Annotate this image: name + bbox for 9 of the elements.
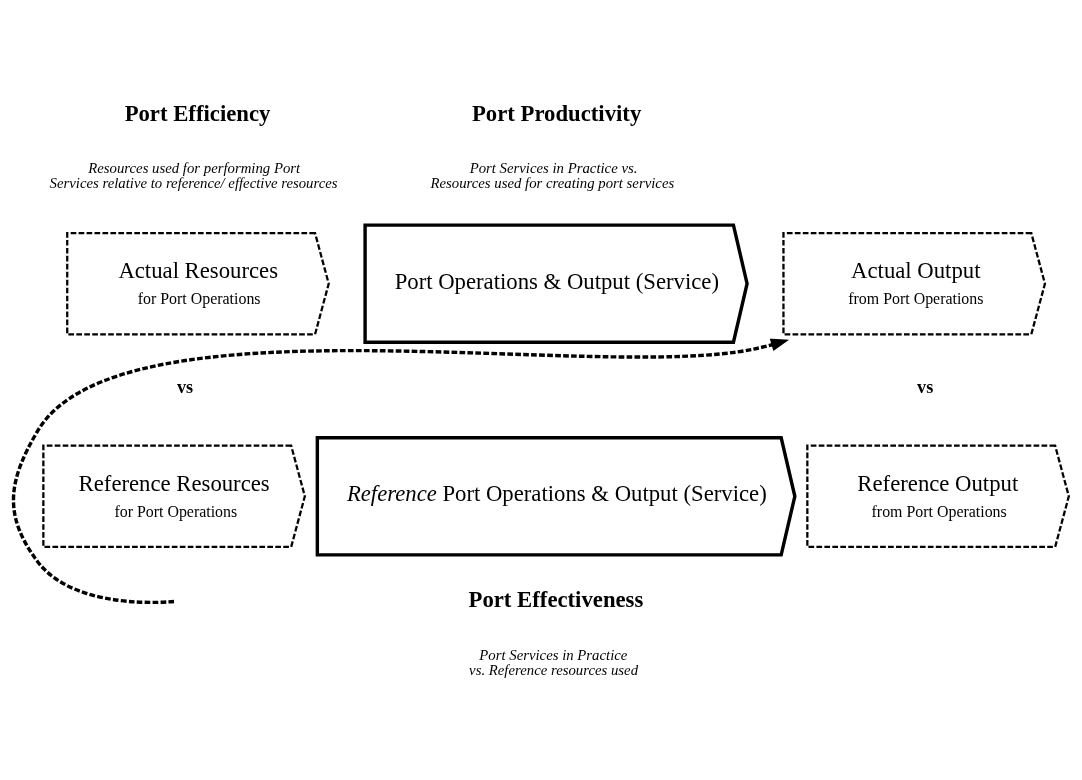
label: Port Productivity xyxy=(471,100,642,126)
label: vs xyxy=(176,377,194,398)
label: Port Effectiveness xyxy=(468,587,644,613)
arrow xyxy=(12,338,790,605)
label: Port Services in Practice vs. Resources used for creating port services xyxy=(430,160,675,192)
label: vs xyxy=(917,377,934,398)
label: Resources used for performing Port Services relative to reference/ effective resources xyxy=(49,160,338,192)
label: Port Services in Practice vs. Reference resources used xyxy=(469,646,639,678)
label: Port Efficiency xyxy=(124,100,271,126)
